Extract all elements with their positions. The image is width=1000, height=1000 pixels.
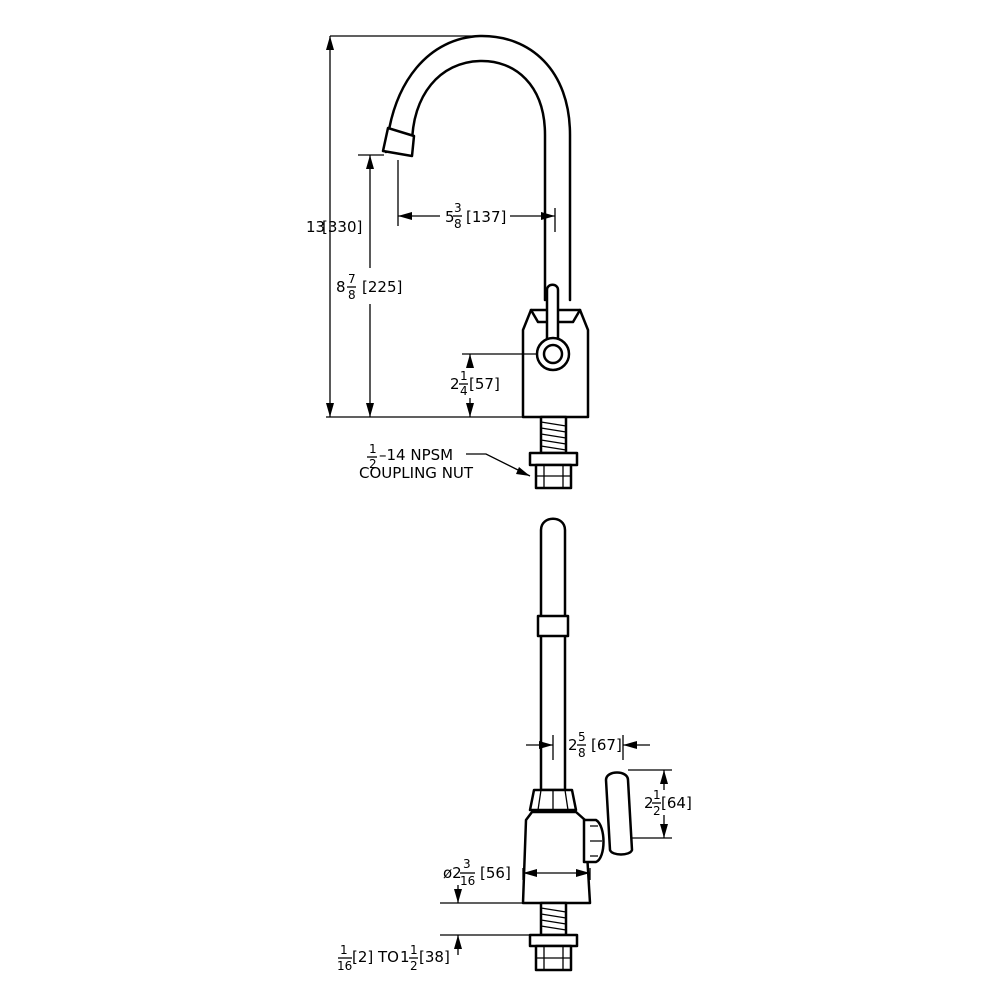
dim-spout-offset-den: 8 <box>578 746 586 760</box>
dim-lever-length-den: 2 <box>653 804 661 818</box>
dim-lever-length-whole: 2 <box>644 794 654 812</box>
dim-overall-height-whole: 13 <box>306 218 325 236</box>
coupling-nut-thread: –14 NPSM <box>379 446 453 464</box>
dim-lever-length-metric: [64] <box>661 794 692 812</box>
side-spout-collar <box>536 614 570 638</box>
dim-deck-to-metric: [38] <box>419 948 450 966</box>
dim-handle-height-metric: [57] <box>469 375 500 393</box>
dim-spout-height-den: 8 <box>348 288 356 302</box>
dim-deck-from-den: 16 <box>337 959 352 973</box>
dim-base-diameter-prefix: ø2 <box>443 864 462 882</box>
side-coupling-nut-flange <box>528 933 579 948</box>
dim-spout-height-metric: [225] <box>362 278 402 296</box>
dim-base-diameter-num: 3 <box>463 857 471 871</box>
dim-overall-height-metric: [330] <box>322 218 362 236</box>
coupling-nut-label: COUPLING NUT <box>359 464 474 482</box>
dim-spout-offset-whole: 2 <box>568 736 578 754</box>
dim-handle-height-num: 1 <box>460 369 468 383</box>
dim-handle-height-whole: 2 <box>450 375 460 393</box>
side-valve-body <box>521 810 592 905</box>
coupling-nut-frac-den: 2 <box>369 457 377 471</box>
coupling-nut-flange <box>528 451 579 467</box>
handle-hub <box>535 336 571 372</box>
dim-base-diameter-den: 16 <box>460 874 475 888</box>
spout-aerator <box>381 126 416 158</box>
dim-spout-offset-metric: [67] <box>591 736 622 754</box>
front-view: 13 [330] 8 7 8 [225] 5 3 8 [137] 2 1 4 [… <box>306 34 590 490</box>
coupling-nut-frac-num: 1 <box>369 442 377 456</box>
dim-handle-height-den: 4 <box>460 384 468 398</box>
dim-deck-to-word: TO <box>377 948 399 966</box>
dim-spout-offset-num: 5 <box>578 730 586 744</box>
gooseneck-spout <box>384 34 572 302</box>
side-view: 2 5 8 [67] 2 1 2 [64] ø2 3 16 [56] 1 16 … <box>337 517 692 973</box>
handle-lever <box>545 283 560 344</box>
dim-spout-reach-metric: [137] <box>466 208 506 226</box>
dim-spout-height-num: 7 <box>348 272 356 286</box>
dim-deck-from-num: 1 <box>340 943 348 957</box>
side-spout-tube <box>539 517 567 792</box>
dim-deck-to-num: 1 <box>410 943 418 957</box>
dim-deck-from-metric: [2] <box>352 948 373 966</box>
side-lever-handle <box>604 771 634 856</box>
dim-spout-height-whole: 8 <box>336 278 346 296</box>
dim-spout-reach-whole: 5 <box>445 208 455 226</box>
dim-lever-length-num: 1 <box>653 788 661 802</box>
dim-spout-reach-num: 3 <box>454 201 462 215</box>
dim-deck-to-den: 2 <box>410 959 418 973</box>
dim-base-diameter-metric: [56] <box>480 864 511 882</box>
side-threaded-shank <box>539 901 568 937</box>
dim-spout-reach-den: 8 <box>454 217 462 231</box>
dim-deck-to-whole: 1 <box>400 948 410 966</box>
